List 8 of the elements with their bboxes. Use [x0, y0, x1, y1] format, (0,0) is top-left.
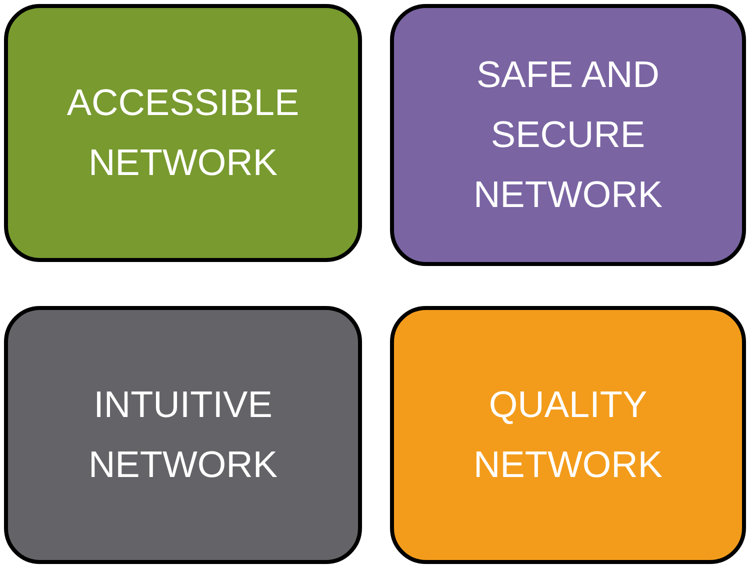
box-label: INTUITIVE NETWORK: [87, 383, 279, 487]
box-label: SAFE AND SECURE NETWORK: [472, 53, 664, 217]
rounded-box: [4, 4, 362, 262]
rounded-box: [390, 4, 746, 266]
rounded-box: [4, 306, 362, 564]
box-label: ACCESSIBLE NETWORK: [66, 81, 300, 185]
rounded-box: [390, 306, 746, 564]
box-label: QUALITY NETWORK: [472, 383, 664, 487]
